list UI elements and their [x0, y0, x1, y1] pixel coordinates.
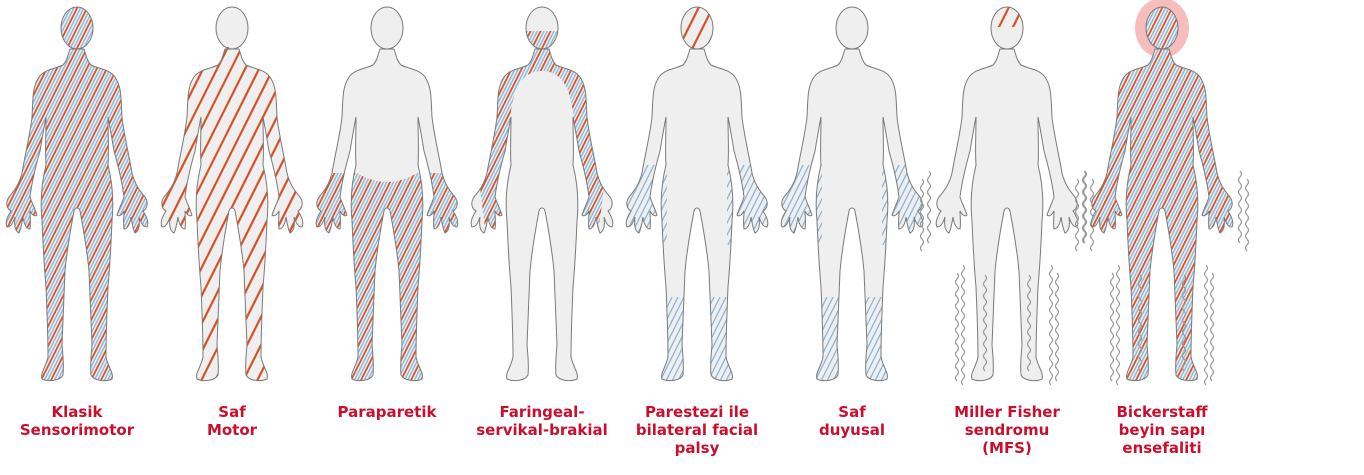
- body-silhouette: [936, 49, 1078, 381]
- caption-mfs: Miller Fisher sendromu (MFS): [922, 403, 1092, 457]
- caption-faringeal: Faringeal- servikal-brakial: [457, 403, 627, 439]
- caption-paraparetik: Paraparetik: [302, 403, 472, 421]
- caption-klasik: Klasik Sensorimotor: [0, 403, 162, 439]
- body-silhouette: [161, 49, 303, 381]
- caption-parestezi: Parestezi ile bilateral facial palsy: [612, 403, 782, 457]
- caption-saf-duyusal: Saf duyusal: [767, 403, 937, 439]
- caption-saf-motor: Saf Motor: [147, 403, 317, 439]
- caption-bickerstaff: Bickerstaff beyin sapı ensefaliti: [1077, 403, 1247, 457]
